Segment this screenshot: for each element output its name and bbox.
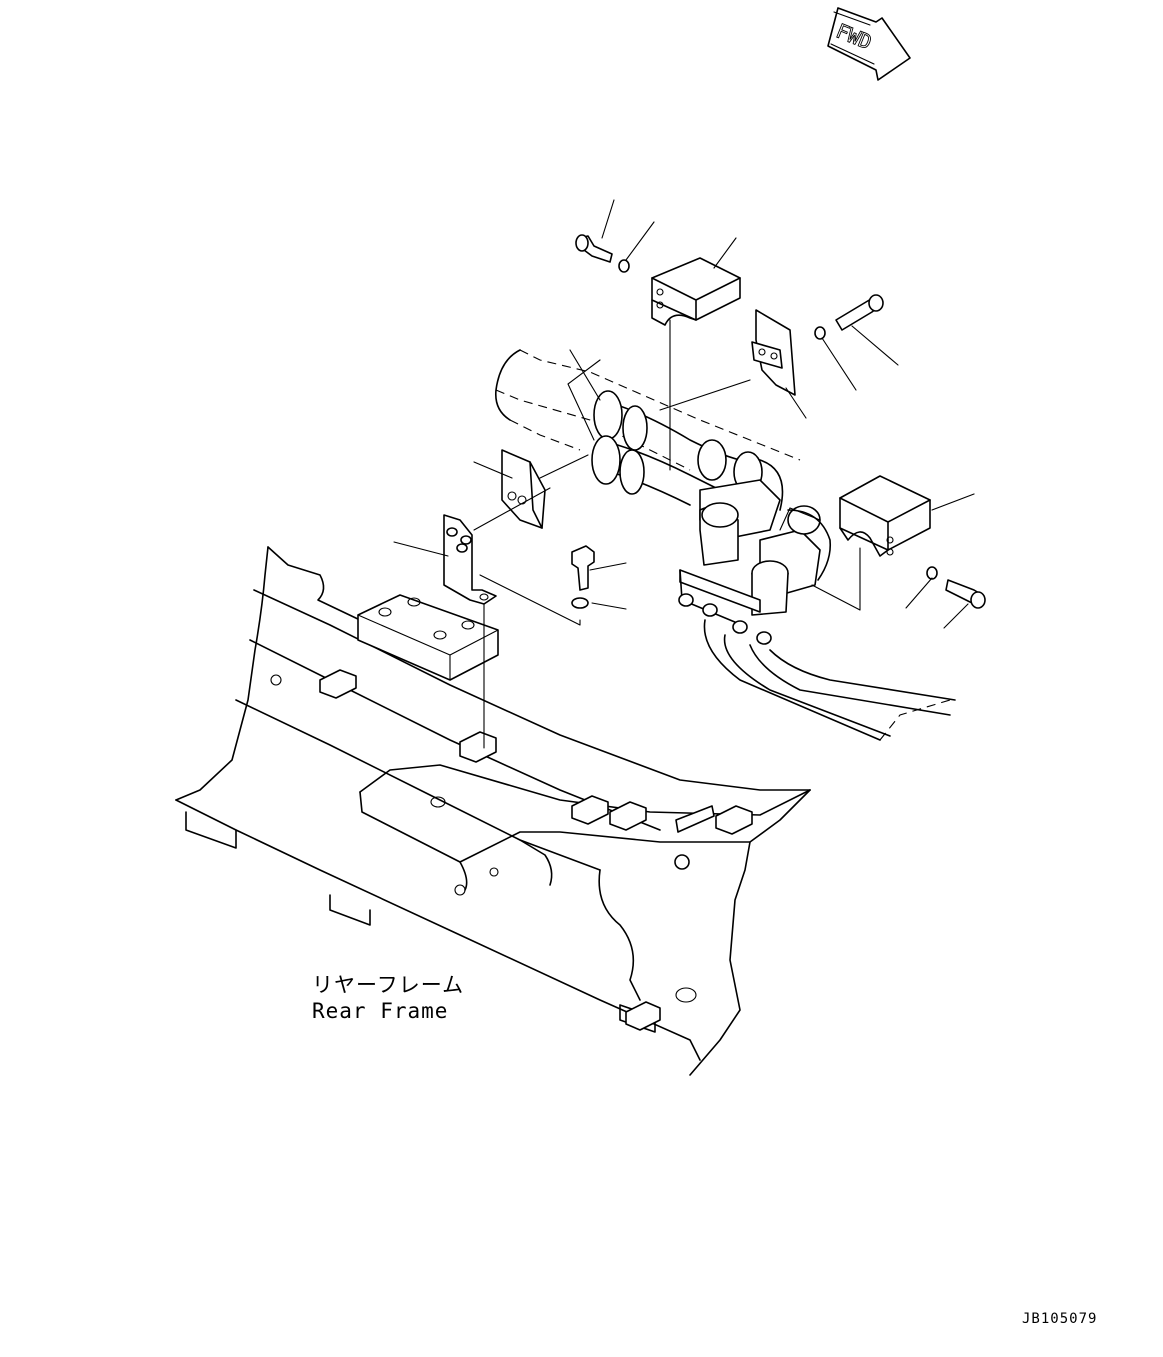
hose-assembly [494, 349, 956, 741]
rear-frame [175, 546, 811, 1076]
clamp-plate [751, 309, 796, 396]
rear-frame-label-japanese: リヤーフレーム [312, 973, 465, 997]
rear-frame-label-english: Rear Frame [312, 999, 449, 1023]
mounting-bracket [443, 514, 497, 605]
support-bracket [501, 449, 546, 529]
clamp-bracket-upper [651, 257, 741, 326]
assembly-guide-lines [473, 319, 861, 749]
bolt-lower-right [926, 566, 986, 609]
bolt-upper-right [814, 294, 884, 340]
drawing-code: JB105079 [1022, 1311, 1098, 1327]
fwd-arrow: FWD [827, 7, 911, 81]
leader-lines [393, 199, 975, 629]
rear-frame-label: リヤーフレーム Rear Frame [312, 972, 465, 1024]
bolt-upper-left [575, 234, 630, 273]
clamp-bracket-right [839, 475, 931, 557]
bolt-middle [571, 545, 595, 609]
